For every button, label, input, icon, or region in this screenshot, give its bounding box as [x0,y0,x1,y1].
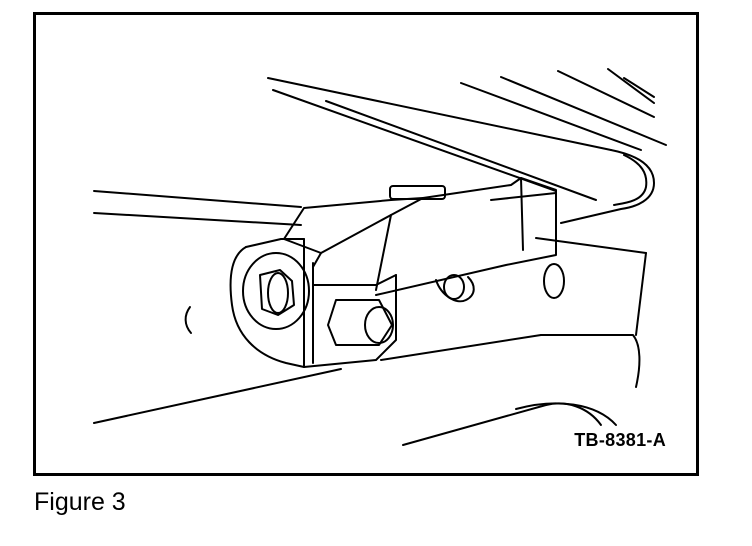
lower-frame-member [93,237,647,446]
main-bolt-head [259,269,295,316]
bracket-plate [229,238,397,368]
hinge-tab [389,185,446,200]
hinge-arm [283,177,557,296]
figure-caption: Figure 3 [34,488,126,516]
figure-frame: TB-8381-A [33,12,699,476]
pin-end [364,306,394,344]
bracket-line-drawing [93,68,667,446]
left-frame-rails [93,190,302,226]
main-bolt-washer [242,252,310,330]
frame-hole-left [184,306,192,334]
small-nut [435,276,475,303]
figure-reference-code: TB-8381-A [574,430,666,450]
pin-body [327,299,393,346]
upper-beam-lines [267,68,667,224]
frame-hole-right [543,263,565,299]
fasteners [184,252,565,346]
